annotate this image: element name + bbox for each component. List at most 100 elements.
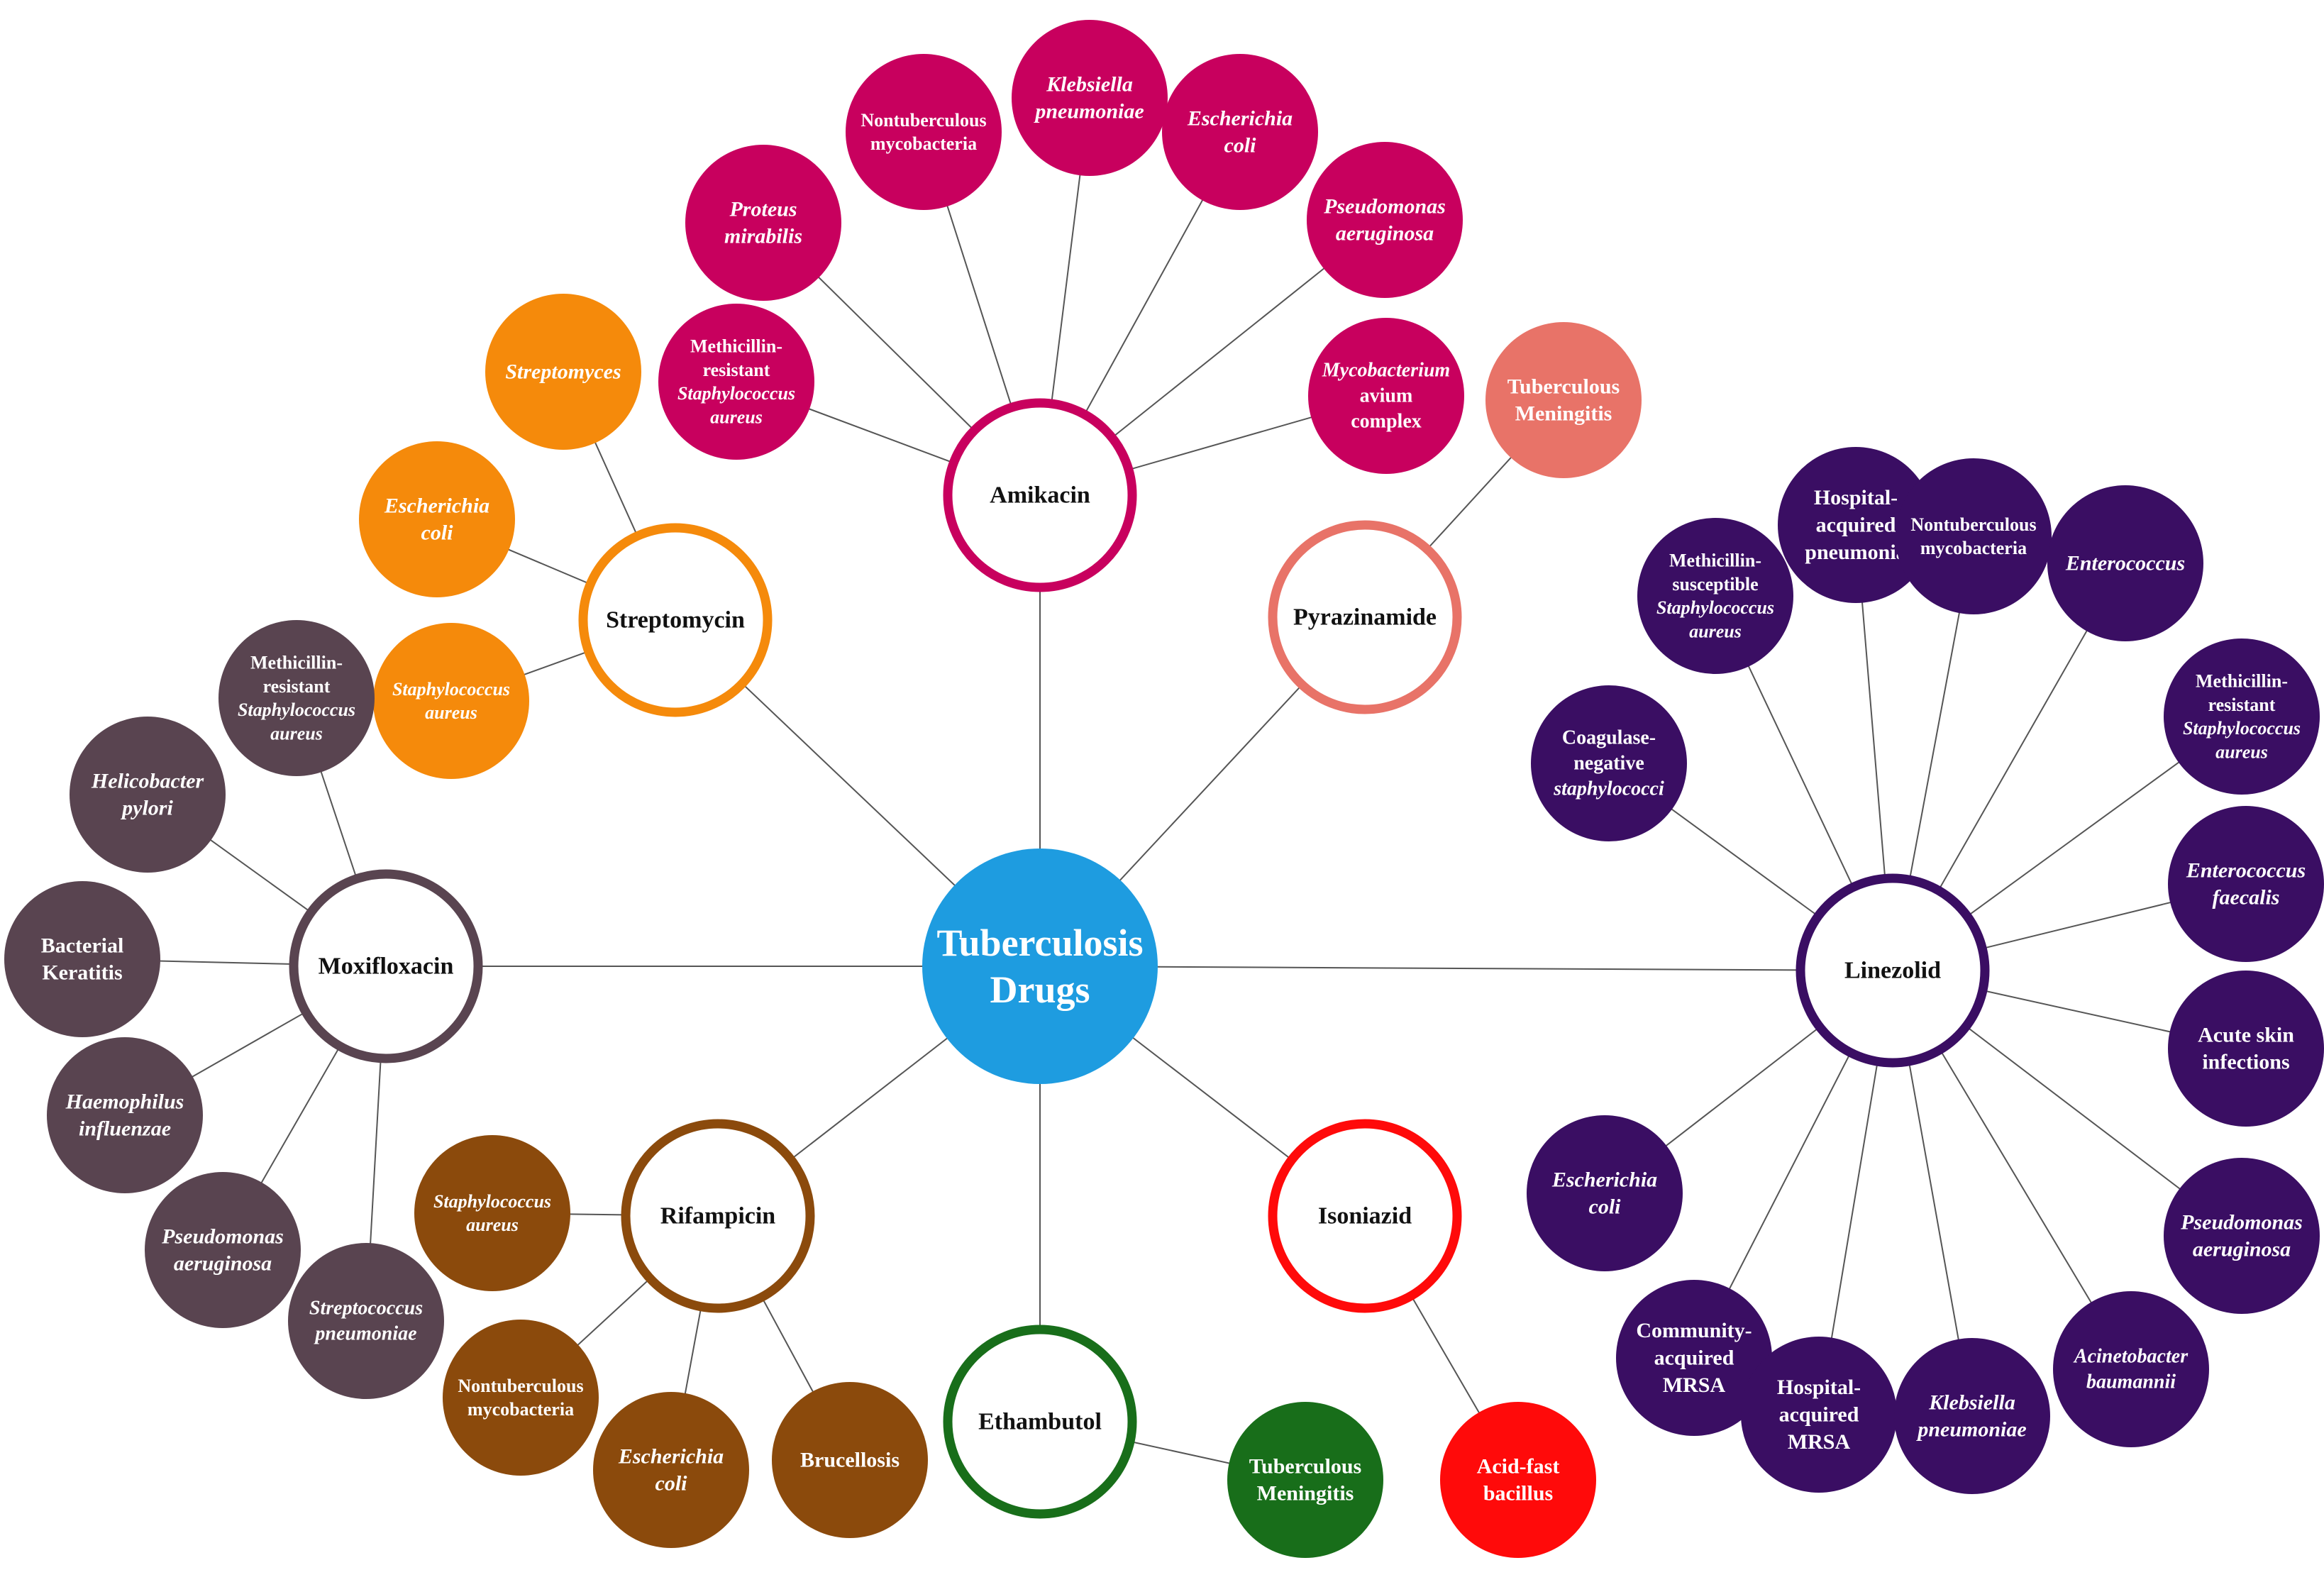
linezolid-target-circle (1741, 1337, 1897, 1493)
isoniazid-target-label-line: Acid-fast (1477, 1454, 1560, 1478)
linezolid-target-label-line: Acinetobacter (2073, 1346, 2189, 1368)
ethambutol-target-label-line: Meningitis (1257, 1482, 1354, 1505)
moxifloxacin-circle (289, 869, 483, 1063)
linezolid-target-label-line: Staphylococcus (1656, 597, 1774, 618)
rifampicin-target-circle (772, 1382, 928, 1538)
amikacin-target-label-line: aeruginosa (1336, 222, 1434, 245)
moxifloxacin-label: Moxifloxacin (319, 953, 454, 980)
amikacin-circle (943, 398, 1137, 592)
rifampicin-target-label-line: Brucellosis (800, 1449, 900, 1472)
amikacin-target-label-line: pneumoniae (1033, 100, 1144, 123)
linezolid-target-label-line: infections (2202, 1051, 2289, 1074)
amikacin-target-label-line: mirabilis (724, 225, 802, 248)
linezolid-target-circle (2053, 1291, 2209, 1447)
amikacin-target-label-line: Methicillin- (690, 336, 782, 357)
linezolid-circle (1795, 873, 1990, 1068)
amikacin-target-circle (1308, 318, 1464, 474)
amikacin-target-label-line: Mycobacterium (1322, 360, 1450, 382)
linezolid-target-circle (2164, 638, 2320, 795)
linezolid-target-circle (1637, 518, 1793, 674)
moxifloxacin-target-circle (288, 1243, 444, 1399)
streptomycin-circle (578, 523, 773, 717)
linezolid-target-label-line: acquired (1816, 514, 1896, 537)
rifampicin-target-label-line: aureus (466, 1215, 519, 1235)
linezolid-target-label-line: susceptible (1672, 574, 1758, 595)
pyrazinamide-node: Pyrazinamide (1268, 520, 1462, 714)
linezolid-node: Linezolid (1795, 873, 1990, 1068)
amikacin-target-node: Methicillin-resistantStaphylococcusaureu… (658, 304, 814, 460)
linezolid-target-label-line: aureus (2215, 741, 2268, 762)
moxifloxacin-target-label-line: aeruginosa (174, 1252, 272, 1276)
amikacin-target-circle (685, 145, 841, 301)
ethambutol-circle (943, 1325, 1137, 1519)
isoniazid-circle (1268, 1119, 1462, 1313)
amikacin-target-label-line: Klebsiella (1046, 72, 1133, 96)
isoniazid-label: Isoniazid (1318, 1203, 1412, 1229)
linezolid-target-label-line: acquired (1654, 1347, 1734, 1370)
streptomycin-target-label-line: coli (421, 521, 454, 545)
link-center-linezolid (1039, 966, 1893, 971)
moxifloxacin-node: Moxifloxacin (289, 869, 483, 1063)
rifampicin-target-label-line: Escherichia (618, 1444, 724, 1468)
streptomycin-label: Streptomycin (606, 607, 745, 634)
linezolid-target-label-line: Methicillin- (2196, 671, 2288, 692)
amikacin-target-label-line: Escherichia (1187, 106, 1293, 130)
linezolid-target-circle (1778, 447, 1934, 603)
linezolid-target-circle (1616, 1280, 1772, 1436)
linezolid-target-label-line: Community- (1636, 1319, 1752, 1342)
linezolid-target-circle (2047, 485, 2203, 641)
amikacin-target-label-line: complex (1351, 410, 1422, 432)
streptomycin-target-label-line: Staphylococcus (392, 679, 510, 700)
moxifloxacin-target-label-line: aureus (270, 723, 323, 743)
moxifloxacin-target-label-line: influenzae (79, 1117, 171, 1141)
linezolid-target-node: Methicillin-resistantStaphylococcusaureu… (2164, 638, 2320, 795)
rifampicin-node: Rifampicin (621, 1119, 815, 1313)
moxifloxacin-target-label-line: pneumoniae (314, 1322, 416, 1344)
linezolid-target-label-line: MRSA (1788, 1430, 1851, 1454)
linezolid-target-label-line: Coagulase- (1562, 727, 1656, 749)
linezolid-target-label-line: Hospital- (1777, 1376, 1861, 1399)
linezolid-target-label-line: mycobacteria (1920, 538, 2027, 558)
rifampicin-target-label-line: coli (655, 1472, 688, 1496)
linezolid-target-circle (2164, 1158, 2320, 1314)
moxifloxacin-target-circle (47, 1037, 203, 1193)
streptomycin-target-circle (373, 623, 529, 779)
linezolid-target-circle (2168, 971, 2324, 1127)
amikacin-target-label-line: mycobacteria (870, 133, 977, 154)
amikacin-target-label-line: Proteus (729, 197, 797, 221)
rifampicin-target-node: Nontuberculous mycobacteria (443, 1320, 599, 1476)
linezolid-target-node: Methicillin-susceptibleStaphylococcusaur… (1637, 518, 1793, 674)
linezolid-target-label-line: Staphylococcus (2183, 718, 2301, 739)
rifampicin-target-circle (443, 1320, 599, 1476)
moxifloxacin-target-label-line: Haemophilus (65, 1090, 184, 1113)
linezolid-target-label-line: faecalis (2213, 886, 2280, 910)
linezolid-target-label-line: negative (1573, 753, 1644, 775)
rifampicin-target-label-line: mycobacteria (467, 1399, 574, 1420)
streptomycin-node: Streptomycin (578, 523, 773, 717)
rifampicin-target-label-line: Nontuberculous (458, 1376, 583, 1396)
linezolid-target-label-line: Nontuberculous (1910, 514, 2036, 535)
amikacin-node: Amikacin (943, 398, 1137, 592)
linezolid-target-label-line: baumannii (2086, 1371, 2176, 1393)
linezolid-target-label-line: Methicillin- (1669, 551, 1761, 571)
pyrazinamide-label: Pyrazinamide (1293, 604, 1437, 631)
linezolid-target-label-line: Pseudomonas (2180, 1210, 2303, 1234)
ethambutol-target-label-line: Tuberculous (1249, 1454, 1361, 1478)
linezolid-target-circle (1896, 458, 2052, 614)
moxifloxacin-target-label-line: Bacterial (41, 934, 124, 957)
